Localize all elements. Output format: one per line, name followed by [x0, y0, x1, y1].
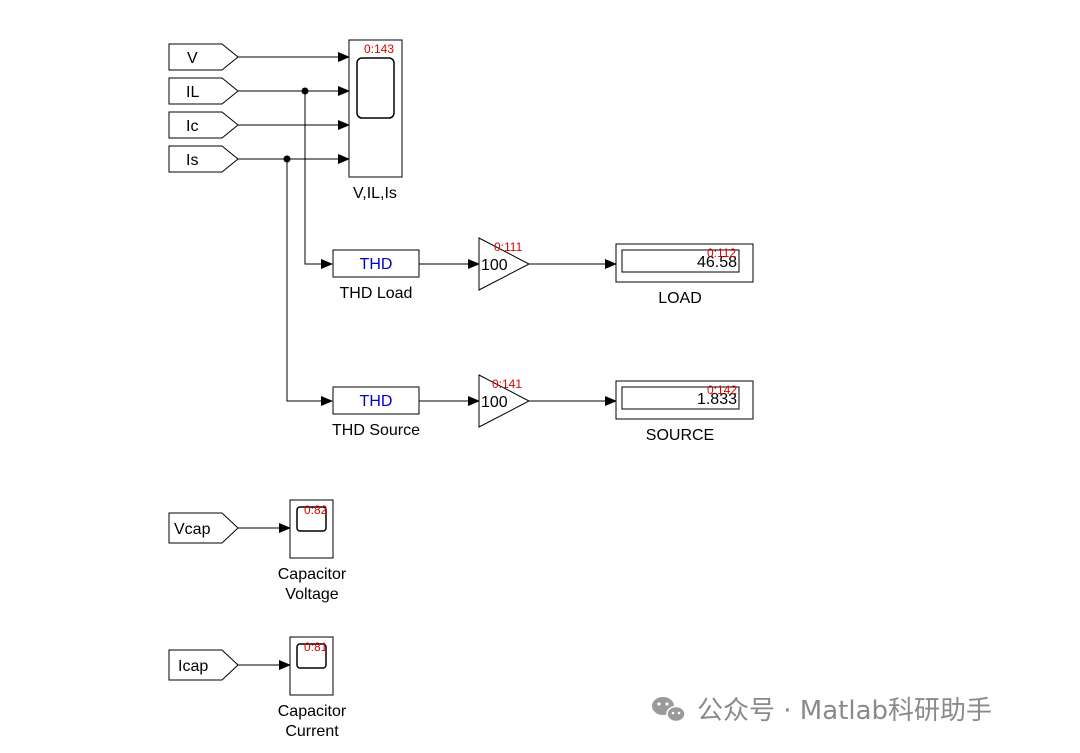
signal-lines-main	[238, 52, 350, 406]
thd-load-block[interactable]: THD THD Load	[332, 249, 420, 302]
from-tag-is[interactable]: Is	[168, 145, 239, 173]
source-display-id: 0:142	[707, 383, 737, 397]
load-display-block[interactable]: 46.58 0:112 LOAD	[615, 243, 754, 307]
scope-screen-icon	[296, 506, 327, 532]
scope-screen-icon	[296, 643, 327, 669]
cap-voltage-label-line2: Voltage	[285, 586, 338, 603]
gain-load-block[interactable]: 100 0:111	[478, 237, 531, 291]
from-tag-v-label: V	[187, 50, 198, 67]
source-display-label: SOURCE	[646, 427, 714, 444]
from-tag-vcap[interactable]: Vcap	[168, 512, 239, 544]
cap-current-scope-id: 0:81	[304, 640, 328, 654]
gain-load-value: 100	[481, 257, 508, 274]
load-display-label: LOAD	[658, 290, 702, 307]
from-tag-il-label: IL	[186, 84, 199, 101]
scope-screen-icon	[356, 57, 395, 119]
cap-current-label-line2: Current	[285, 723, 339, 740]
load-display-screen	[621, 249, 740, 273]
gain-source-value: 100	[481, 394, 508, 411]
load-display-value: 46.58	[697, 254, 737, 271]
gain-load-id: 0:111	[494, 240, 523, 254]
from-tag-ic[interactable]: Ic	[168, 111, 239, 139]
source-display-value: 1.833	[697, 391, 737, 408]
from-tag-vcap-label: Vcap	[174, 521, 211, 538]
source-display-screen	[621, 386, 740, 410]
thd-source-block[interactable]: THD THD Source	[332, 386, 420, 439]
load-display-id: 0:112	[707, 246, 736, 260]
cap-current-scope[interactable]: 0:81 Capacitor Current	[278, 636, 347, 740]
main-scope-label: V,IL,Is	[353, 185, 397, 202]
cap-voltage-scope[interactable]: 0:82 Capacitor Voltage	[278, 499, 347, 603]
thd-load-label: THD Load	[340, 285, 413, 302]
cap-current-label-line1: Capacitor	[278, 703, 347, 720]
gain-source-block[interactable]: 100 0:141	[478, 374, 531, 428]
from-tag-il[interactable]: IL	[168, 77, 239, 105]
from-tag-icap[interactable]: Icap	[168, 649, 239, 681]
wechat-icon	[652, 697, 686, 723]
from-tag-is-label: Is	[186, 152, 198, 169]
main-scope-id: 0:143	[364, 42, 394, 56]
main-scope[interactable]: 0:143 V,IL,Is	[348, 39, 403, 202]
source-display-block[interactable]: 1.833 0:142 SOURCE	[615, 380, 754, 444]
watermark: 公众号 · Matlab科研助手	[652, 696, 992, 726]
gain-source-id: 0:141	[492, 377, 522, 391]
cap-voltage-scope-id: 0:82	[304, 503, 328, 517]
from-tag-ic-label: Ic	[186, 118, 198, 135]
thd-load-block-text: THD	[360, 256, 393, 273]
thd-source-block-text: THD	[360, 393, 393, 410]
from-tag-v[interactable]: V	[168, 43, 239, 71]
thd-source-label: THD Source	[332, 422, 420, 439]
from-tag-icap-label: Icap	[178, 658, 208, 675]
cap-voltage-label-line1: Capacitor	[278, 566, 347, 583]
watermark-text: 公众号 · Matlab科研助手	[697, 696, 992, 726]
